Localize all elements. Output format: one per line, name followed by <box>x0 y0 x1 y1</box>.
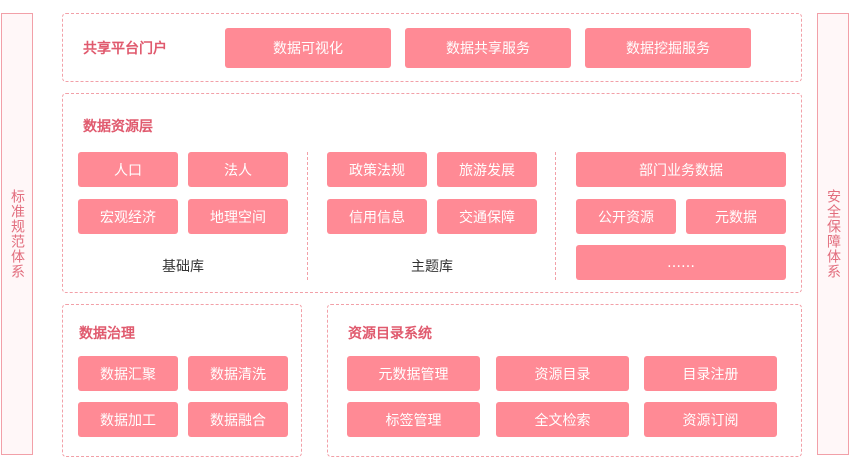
governance-fusion-button[interactable]: 数据融合 <box>188 402 288 437</box>
basic-population-button[interactable]: 人口 <box>78 152 178 187</box>
basic-legal-person-button[interactable]: 法人 <box>188 152 288 187</box>
basic-geo-space-button[interactable]: 地理空间 <box>188 199 288 234</box>
theme-traffic-button[interactable]: 交通保障 <box>437 199 537 234</box>
portal-title: 共享平台门户 <box>83 41 167 57</box>
theme-credit-button[interactable]: 信用信息 <box>327 199 427 234</box>
governance-processing-button[interactable]: 数据加工 <box>78 402 178 437</box>
catalog-tag-management-button[interactable]: 标签管理 <box>347 402 480 437</box>
security-side-bar: 安全保障体系 <box>817 13 849 455</box>
portal-data-sharing-button[interactable]: 数据共享服务 <box>405 28 571 68</box>
catalog-resource-directory-button[interactable]: 资源目录 <box>496 356 629 391</box>
dept-public-resource-button[interactable]: 公开资源 <box>576 199 676 234</box>
catalog-resource-subscription-button[interactable]: 资源订阅 <box>644 402 777 437</box>
governance-panel: 数据治理 数据汇聚 数据清洗 数据加工 数据融合 <box>62 304 302 457</box>
theme-policy-button[interactable]: 政策法规 <box>327 152 427 187</box>
resource-layer-panel: 数据资源层 人口 法人 宏观经济 地理空间 基础库 政策法规 旅游发展 信用信息… <box>62 93 802 293</box>
standards-side-bar: 标准规范体系 <box>1 13 33 455</box>
catalog-directory-registration-button[interactable]: 目录注册 <box>644 356 777 391</box>
governance-title: 数据治理 <box>79 326 135 342</box>
resource-divider-2 <box>555 152 556 280</box>
dept-metadata-button[interactable]: 元数据 <box>686 199 786 234</box>
resource-layer-title: 数据资源层 <box>83 119 153 135</box>
catalog-panel: 资源目录系统 元数据管理 资源目录 目录注册 标签管理 全文检索 资源订阅 <box>327 304 802 457</box>
catalog-title: 资源目录系统 <box>348 326 432 342</box>
catalog-fulltext-search-button[interactable]: 全文检索 <box>496 402 629 437</box>
theme-library-caption: 主题库 <box>411 259 453 275</box>
dept-more-button[interactable]: …… <box>576 245 786 280</box>
security-side-label: 安全保障体系 <box>825 189 841 279</box>
theme-tourism-button[interactable]: 旅游发展 <box>437 152 537 187</box>
governance-aggregation-button[interactable]: 数据汇聚 <box>78 356 178 391</box>
portal-panel: 共享平台门户 数据可视化 数据共享服务 数据挖掘服务 <box>62 13 802 82</box>
basic-library-caption: 基础库 <box>162 259 204 275</box>
dept-business-data-button[interactable]: 部门业务数据 <box>576 152 786 187</box>
basic-macro-economy-button[interactable]: 宏观经济 <box>78 199 178 234</box>
resource-divider-1 <box>307 152 308 280</box>
portal-data-mining-button[interactable]: 数据挖掘服务 <box>585 28 751 68</box>
catalog-metadata-management-button[interactable]: 元数据管理 <box>347 356 480 391</box>
governance-cleaning-button[interactable]: 数据清洗 <box>188 356 288 391</box>
standards-side-label: 标准规范体系 <box>9 189 25 279</box>
portal-visualization-button[interactable]: 数据可视化 <box>225 28 391 68</box>
